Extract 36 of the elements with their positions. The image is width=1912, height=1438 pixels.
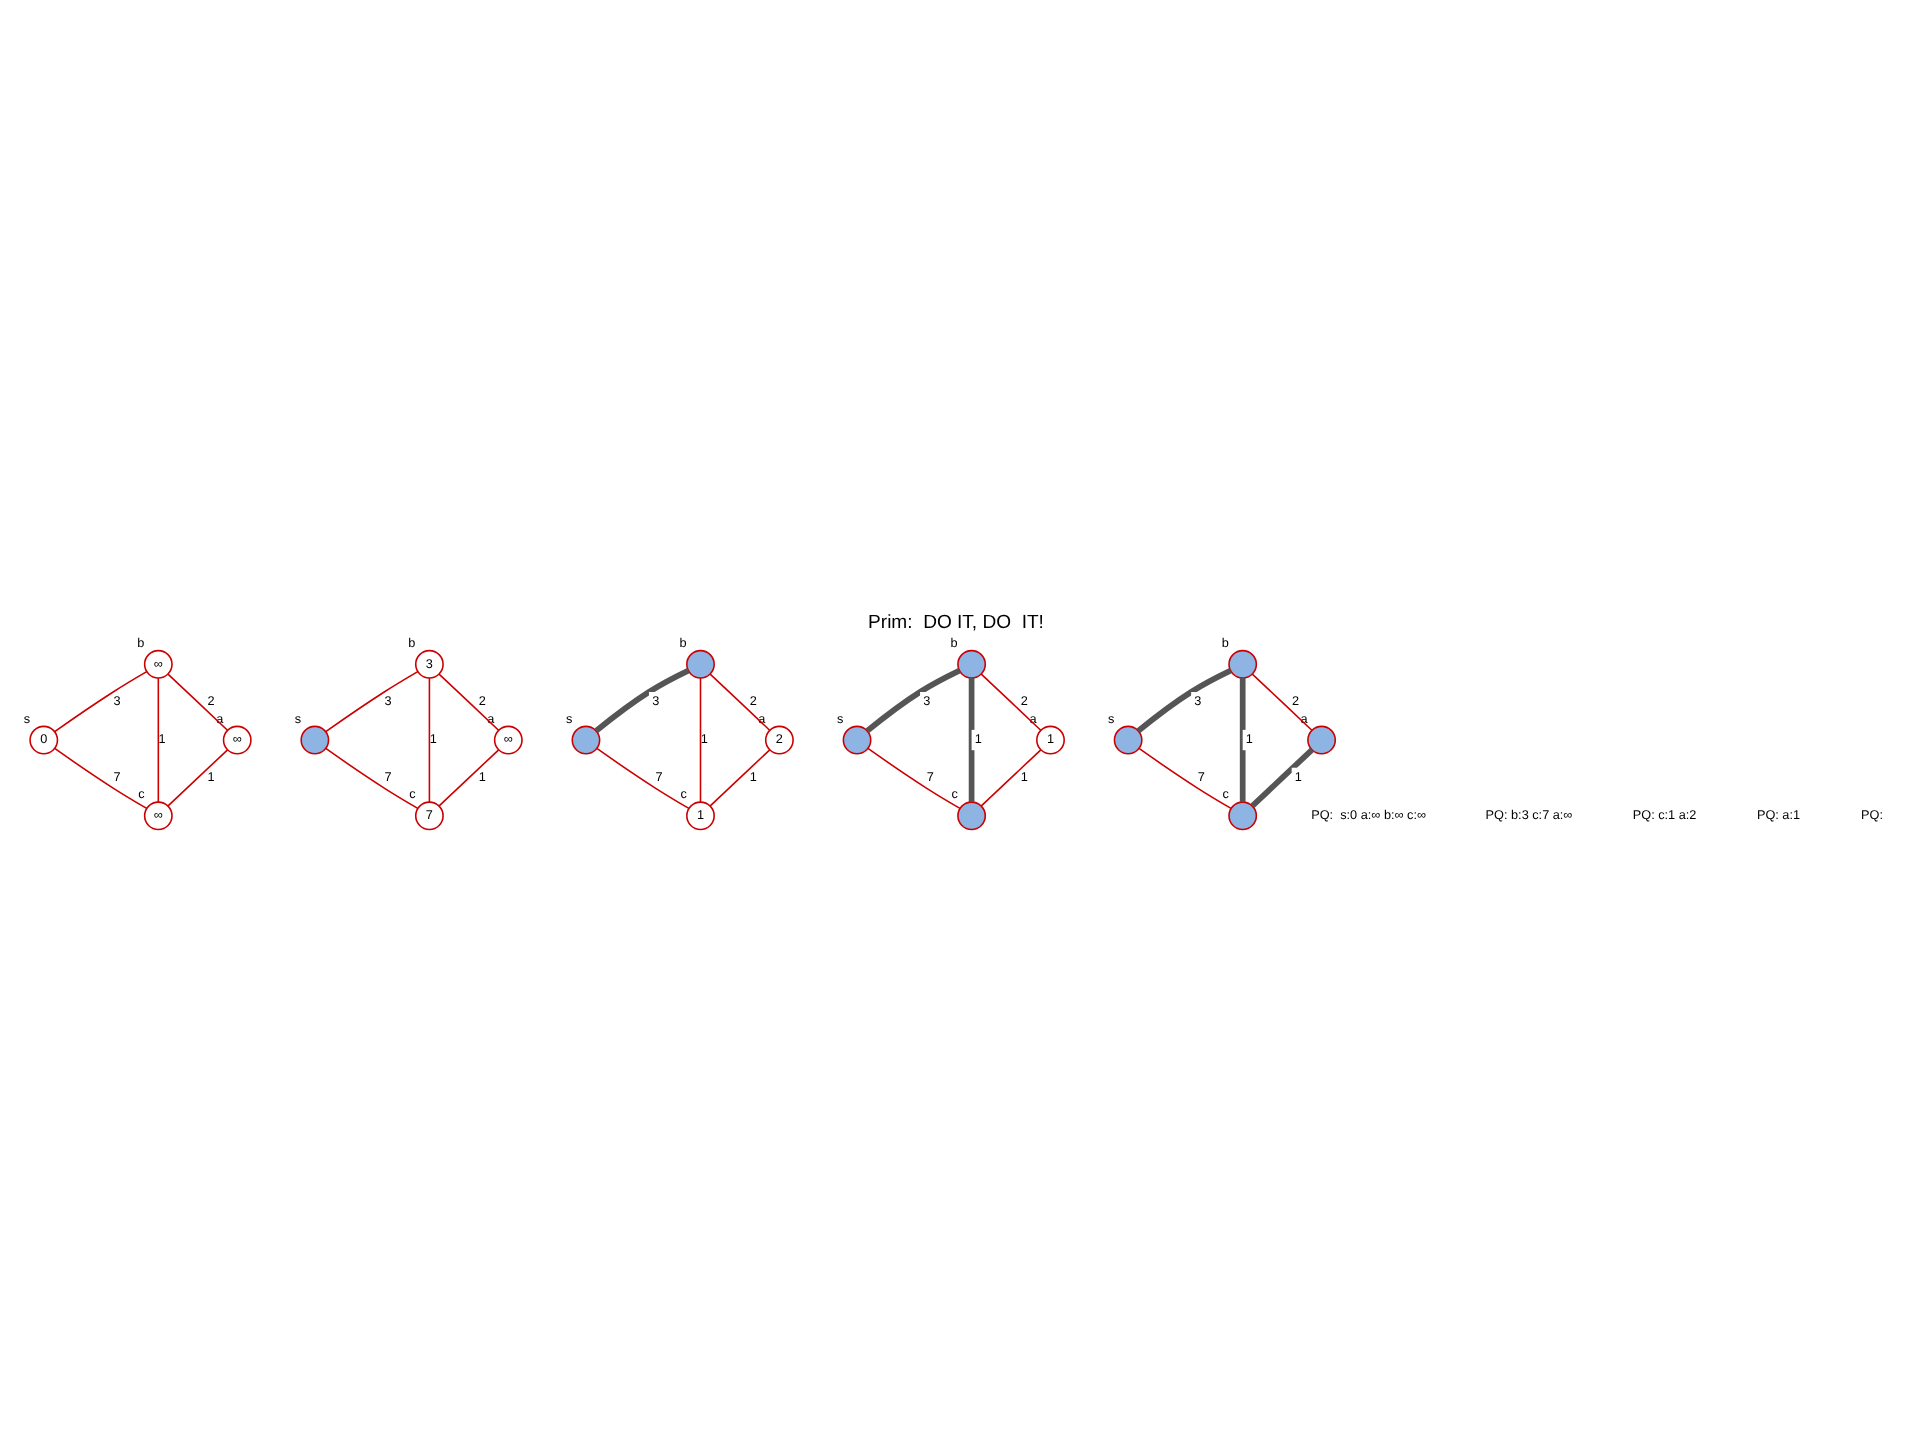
- connector: [438, 748, 500, 806]
- connector: [596, 746, 690, 809]
- connector: [1138, 746, 1232, 809]
- node-circle: [1113, 724, 1143, 754]
- connector: [699, 676, 702, 802]
- node-circle: [686, 648, 715, 678]
- connector: [1136, 667, 1232, 733]
- node-circle: [842, 724, 872, 754]
- connector: [325, 669, 419, 732]
- connector: [1239, 677, 1246, 801]
- connector: [594, 667, 690, 733]
- connector: [867, 746, 961, 809]
- connector: [167, 748, 229, 806]
- node-circle: [1228, 648, 1258, 678]
- node-circle: [957, 648, 987, 678]
- connector: [157, 676, 160, 802]
- connector: [1251, 672, 1313, 730]
- connector: [968, 677, 975, 801]
- connector: [428, 676, 431, 802]
- connector: [709, 672, 771, 730]
- connector: [53, 669, 148, 732]
- node-circle: [957, 800, 987, 830]
- connector: [438, 672, 500, 730]
- connector: [325, 746, 419, 809]
- connector: [709, 748, 771, 806]
- connector: [167, 672, 229, 730]
- connector: [980, 672, 1042, 730]
- node-circle: [1228, 800, 1258, 830]
- diagram-title: Prim: DO IT, DO IT!: [868, 611, 1044, 634]
- connector: [1250, 746, 1314, 807]
- connector: [53, 746, 148, 809]
- connector: [980, 748, 1042, 806]
- connector: [865, 667, 961, 733]
- node-circle: [571, 724, 601, 754]
- node-circle: [1307, 724, 1337, 754]
- node-circle: [300, 724, 330, 754]
